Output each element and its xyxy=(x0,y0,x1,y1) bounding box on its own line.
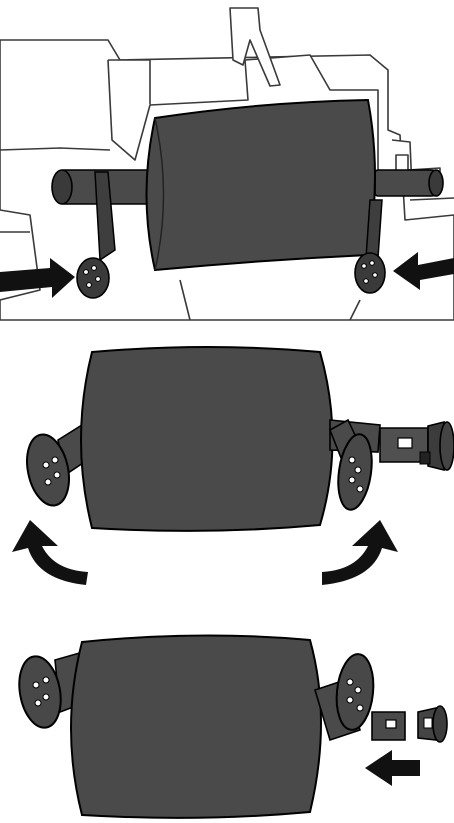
panel-remove-cap xyxy=(14,635,447,817)
roller-cylinder-removed xyxy=(81,347,333,531)
curved-arrow-right-icon xyxy=(322,520,398,585)
curved-arrow-left-icon xyxy=(12,520,88,585)
shaft-stub xyxy=(372,712,405,740)
panel-rotate-levers xyxy=(12,347,454,585)
roller-cylinder-installed xyxy=(147,100,376,270)
shaft-end-cap xyxy=(418,706,447,742)
right-lever-plate-lower xyxy=(315,652,377,740)
panel-installed-roller xyxy=(0,8,454,320)
arrow-left-icon-lower xyxy=(365,750,420,786)
roller-cylinder-lower xyxy=(71,635,321,817)
right-shaft xyxy=(375,170,443,196)
